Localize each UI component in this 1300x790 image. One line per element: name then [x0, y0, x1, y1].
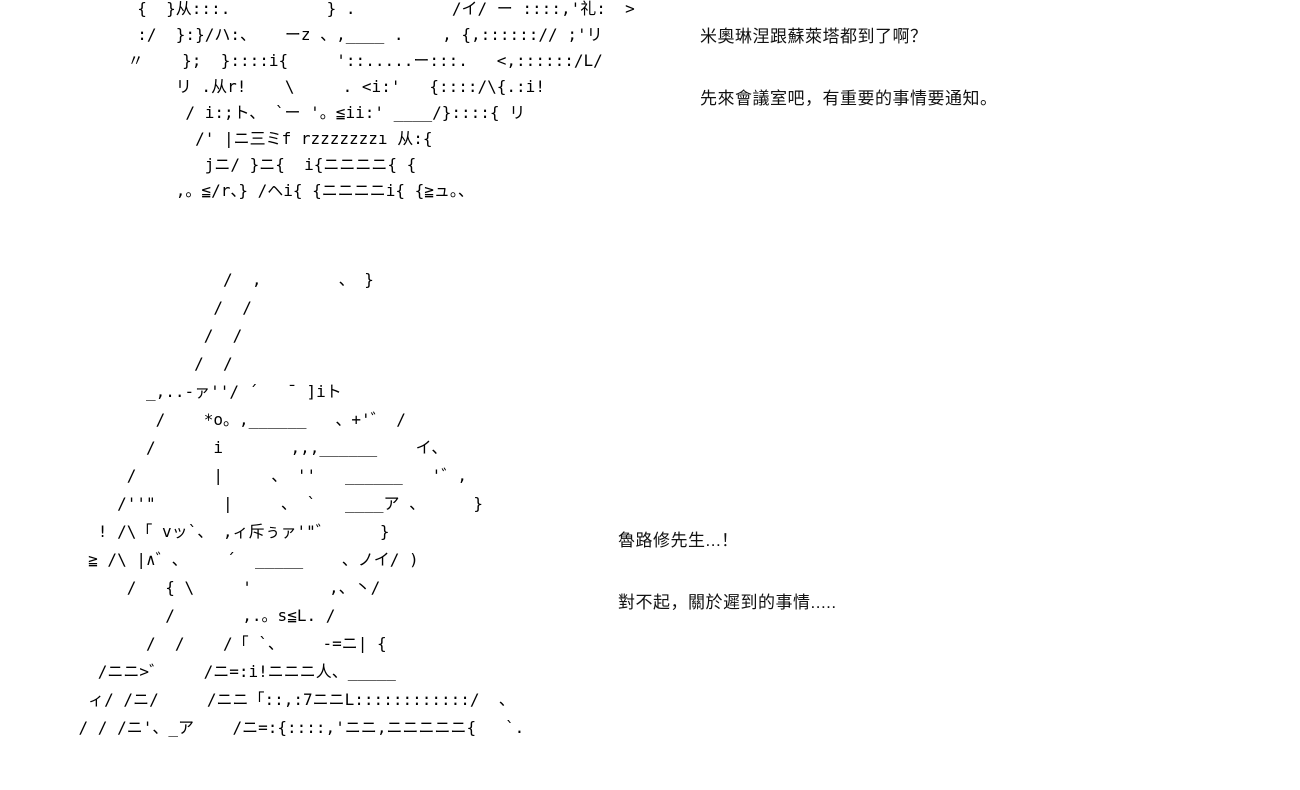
dialogue-block-top: 米奧琳涅跟蘇萊塔都到了啊？ 先來會議室吧，有重要的事情要通知。: [700, 22, 998, 146]
dialogue-line: 對不起，關於遲到的事情.....: [618, 593, 837, 612]
dialogue-line: 米奧琳涅跟蘇萊塔都到了啊？: [700, 27, 928, 46]
dialogue-line: 先來會議室吧，有重要的事情要通知。: [700, 89, 998, 108]
ascii-art-character-bottom: / , 、 } / / / / / / _,..-ァ''/ ´ ̄ ]iト / …: [78, 270, 525, 737]
dialogue-block-bottom: 魯路修先生...！ 對不起，關於遲到的事情.....: [618, 526, 837, 650]
ascii-art-character-top: { }从:::. } . /イ/ ー ::::,'礼: > :/ }:}/ハ:、…: [127, 0, 635, 200]
dialogue-line: 魯路修先生...！: [618, 531, 739, 550]
